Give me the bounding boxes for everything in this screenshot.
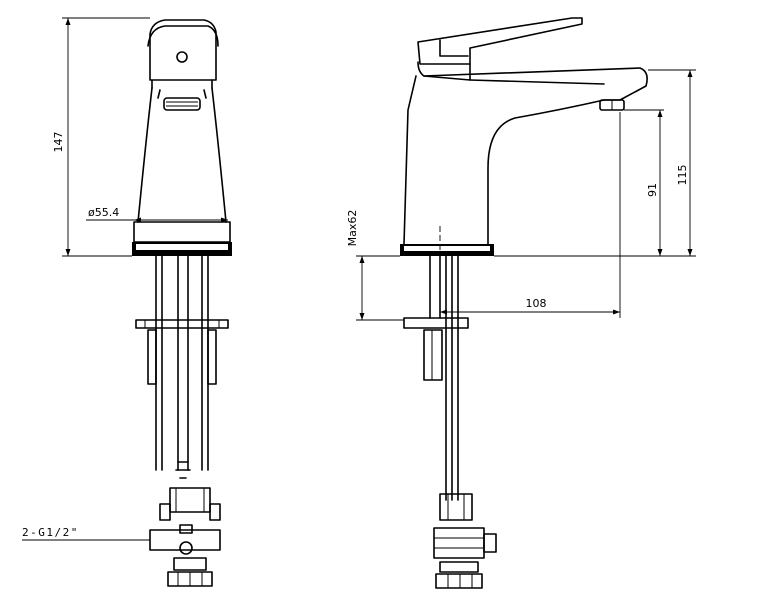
connection-label: 2-G1/2" <box>22 526 79 539</box>
reach-label: 108 <box>526 297 547 310</box>
max-deck-label: Max62 <box>346 210 359 247</box>
front-valve-nut <box>169 487 211 513</box>
front-base <box>133 221 231 243</box>
total-height-label: 115 <box>676 165 689 186</box>
side-spout <box>423 67 648 245</box>
front-dimensions: 147 ø55.4 2-G1/2" <box>22 17 228 541</box>
spout-height-label: 91 <box>646 183 659 197</box>
diameter-label: ø55.4 <box>88 206 119 219</box>
side-lever <box>417 17 583 65</box>
front-valve-knob <box>179 541 193 555</box>
side-fixing-nut <box>423 329 443 381</box>
side-valve-body <box>433 527 485 559</box>
front-fixing-plate <box>135 319 229 329</box>
side-valve-outlet <box>435 573 483 589</box>
handle-indicator-circle <box>176 51 188 63</box>
side-dimensions: Max62 108 91 115 <box>346 69 696 321</box>
side-valve-nut <box>439 493 473 521</box>
aerator <box>163 97 201 111</box>
front-view <box>132 19 232 587</box>
height-147-label: 147 <box>52 132 65 153</box>
side-view <box>400 17 648 589</box>
side-fixing-plate <box>403 317 469 329</box>
